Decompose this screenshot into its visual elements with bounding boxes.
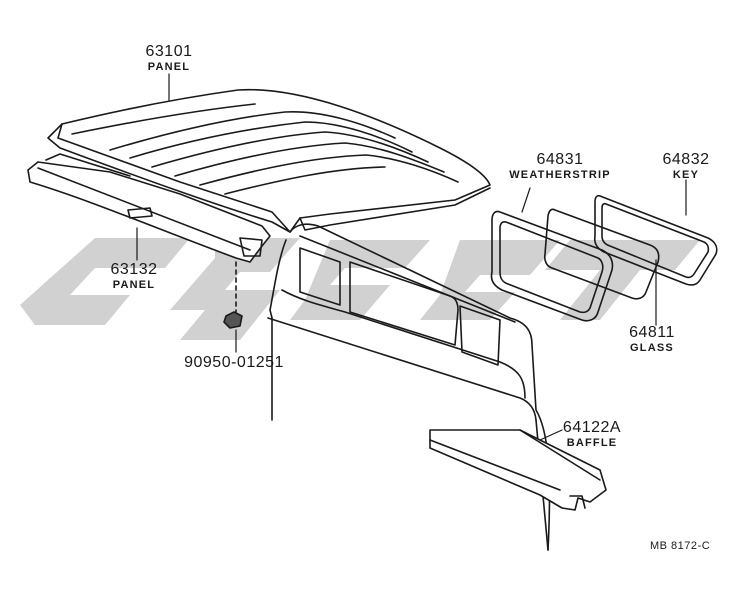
label-64832: 64832 KEY (663, 152, 710, 181)
part-number-64831: 64831 (536, 151, 584, 168)
part-number-64832: 64832 (662, 151, 710, 168)
label-64122A: 64122A BAFFLE (563, 420, 621, 449)
part-name-63132: PANEL (112, 279, 156, 291)
label-90950-01251: 90950-01251 (184, 355, 284, 371)
label-63101: 63101 PANEL (146, 44, 193, 73)
label-64811: 64811 GLASS (629, 325, 675, 354)
part-name-63101: PANEL (147, 61, 191, 73)
part-name-64832: KEY (672, 169, 700, 181)
part-number-63101: 63101 (145, 43, 193, 60)
baffle-64122A-drawing (429, 429, 607, 511)
weatherstrip-64831-drawing (490, 210, 614, 322)
leader-lines (136, 73, 687, 441)
diagram-code: MB 8172-C (650, 540, 711, 552)
part-number-90950-01251: 90950-01251 (184, 354, 284, 371)
part-number-64811: 64811 (629, 324, 675, 341)
clip-90950-01251-drawing (223, 311, 243, 329)
part-name-64122A: BAFFLE (566, 437, 618, 449)
roof-panel-63101-drawing (47, 88, 491, 233)
glass-64811-drawing (543, 208, 660, 300)
key-64832-drawing (593, 194, 718, 286)
part-name-64831: WEATHERSTRIP (509, 169, 611, 181)
label-63132: 63132 PANEL (111, 262, 158, 291)
part-name-64811: GLASS (630, 342, 674, 354)
part-number-63132: 63132 (110, 261, 158, 278)
part-number-64122A: 64122A (562, 419, 622, 436)
rear-panel-63132-drawing (27, 153, 271, 313)
label-64831: 64831 WEATHERSTRIP (509, 152, 611, 181)
